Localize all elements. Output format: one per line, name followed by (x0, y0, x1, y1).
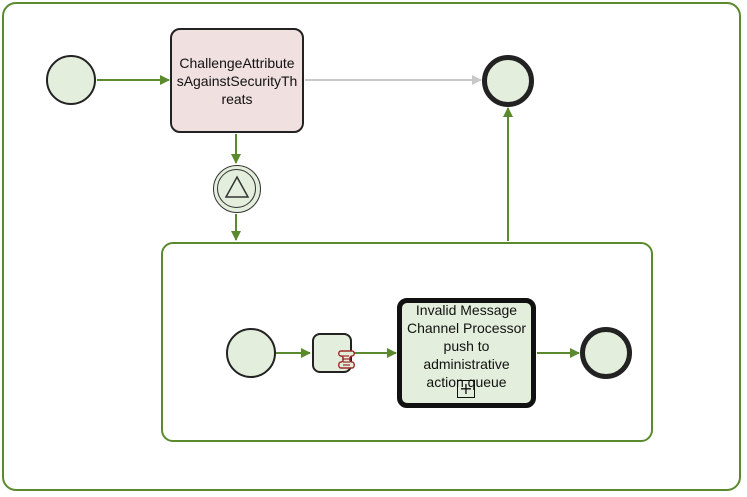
start-event[interactable] (46, 55, 96, 105)
end-event[interactable] (482, 55, 534, 107)
subprocess-start-event[interactable] (226, 328, 276, 378)
process-container (2, 2, 741, 491)
escalation-boundary-event[interactable] (213, 165, 261, 213)
challenge-attributes-task[interactable]: ChallengeAttributesAgainstSecurityThreat… (170, 28, 304, 133)
plus-square-icon[interactable]: + (457, 380, 475, 398)
invalid-message-label: Invalid Message Channel Processor push t… (406, 302, 527, 390)
subprocess-container (161, 242, 653, 442)
invalid-message-subprocess[interactable]: Invalid Message Channel Processor push t… (397, 298, 536, 408)
boundary-event-inner-ring (217, 169, 256, 208)
challenge-attributes-label: ChallengeAttributesAgainstSecurityThreat… (176, 54, 298, 107)
subprocess-end-event[interactable] (580, 327, 632, 379)
script-icon (338, 350, 355, 369)
escalation-triangle-icon (224, 174, 249, 198)
